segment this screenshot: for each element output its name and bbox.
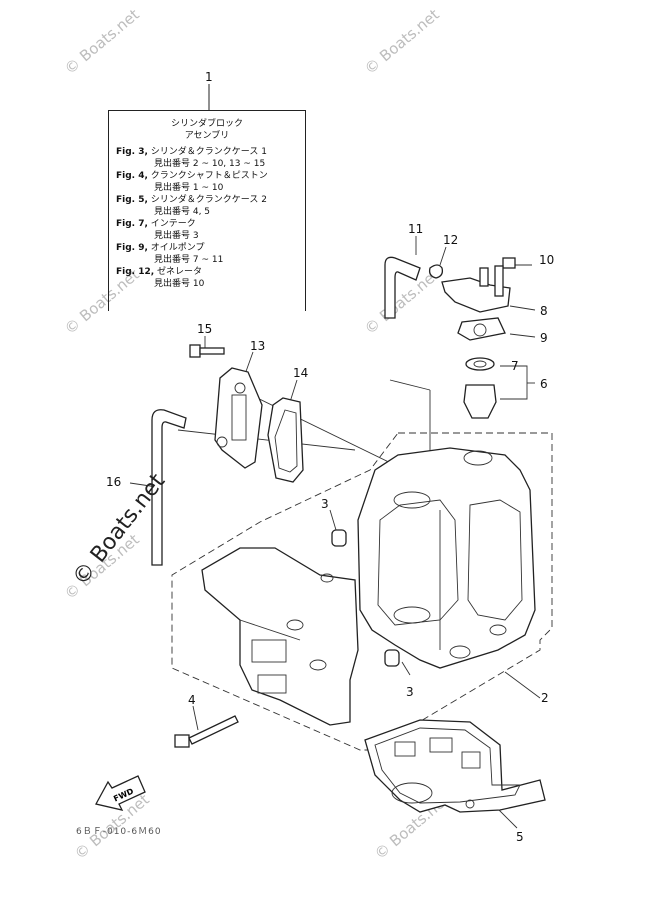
legend-fig: Fig. 5, — [116, 195, 148, 205]
callout-7: 7 — [511, 359, 519, 373]
legend-entry: Fig. 4, クランクシャフト＆ピストン 見出番号 1 ~ 10 — [108, 170, 306, 194]
hose-part-11 — [384, 256, 421, 319]
legend-ref: 見出番号 2 ~ 10, 13 ~ 15 — [154, 159, 266, 169]
callout-2: 2 — [541, 691, 549, 705]
legend-fig: Fig. 3, — [116, 147, 148, 157]
legend-ref: 見出番号 10 — [154, 279, 205, 289]
legend: シリンダブロック アセンブリ Fig. 3, シリンダ＆クランクケース 1 見出… — [108, 118, 306, 290]
callout-1: 1 — [205, 70, 213, 84]
gasket-part-5 — [364, 719, 546, 813]
legend-name: オイルポンプ — [150, 243, 205, 253]
callout-14: 14 — [293, 366, 308, 380]
legend-name: シリンダ＆クランクケース 1 — [150, 147, 267, 157]
legend-entry: Fig. 9, オイルポンプ 見出番号 7 ~ 11 — [108, 242, 306, 266]
legend-fig: Fig. 4, — [116, 171, 148, 181]
drawing-code: 6ＢＦ-010-6Ｍ60 — [76, 827, 162, 837]
callout-4: 4 — [188, 693, 196, 707]
fwd-arrow-icon: FWD — [95, 775, 146, 811]
legend-entry: Fig. 7, インテーク 見出番号 3 — [108, 218, 306, 242]
legend-name: ゼネレータ — [157, 267, 203, 277]
seal-part-7 — [465, 357, 495, 371]
gasket-part-9 — [457, 317, 506, 341]
callout-8: 8 — [540, 304, 548, 318]
bolt-part-4 — [174, 715, 239, 748]
callout-15: 15 — [197, 322, 212, 336]
watermark: © Boats.net — [61, 5, 143, 78]
legend-ref: 見出番号 4, 5 — [154, 207, 211, 217]
leader-lines — [129, 236, 541, 829]
cylinder-block-part-2 — [357, 447, 536, 669]
assembly-outline — [171, 432, 553, 751]
legend-name: クランクシャフト＆ピストン — [150, 171, 268, 181]
housing-part-8 — [441, 277, 511, 313]
hose-part-16 — [151, 409, 187, 566]
legend-entry: Fig. 3, シリンダ＆クランクケース 1 見出番号 2 ~ 10, 13 ~… — [108, 146, 306, 170]
callout-3a: 3 — [321, 497, 329, 511]
callout-6: 6 — [540, 377, 548, 391]
callout-12: 12 — [443, 233, 458, 247]
watermark: © Boats.net — [361, 5, 443, 78]
legend-entry: Fig. 5, シリンダ＆クランクケース 2 見出番号 4, 5 — [108, 194, 306, 218]
dowel-part-3b — [384, 649, 400, 667]
legend-ref: 見出番号 3 — [154, 231, 199, 241]
callout-11: 11 — [408, 222, 423, 236]
legend-name: インテーク — [150, 219, 196, 229]
thermostat-part-6 — [463, 384, 497, 419]
callout-16: 16 — [106, 475, 121, 489]
clip-part-12 — [428, 264, 444, 279]
callout-3b: 3 — [406, 685, 414, 699]
callout-group: 1 2 3 3 4 5 6 7 8 9 10 11 12 13 14 15 16 — [106, 70, 554, 844]
legend-title: シリンダブロック — [170, 119, 243, 129]
legend-ref: 見出番号 1 ~ 10 — [154, 183, 224, 193]
callout-10: 10 — [539, 253, 554, 267]
dowel-part-3a — [331, 529, 347, 547]
callout-13: 13 — [250, 339, 265, 353]
bolt-part-15 — [189, 344, 225, 358]
watermark: © Boats.net — [361, 265, 443, 338]
callout-9: 9 — [540, 331, 548, 345]
legend-entry: Fig. 12, ゼネレータ 見出番号 10 — [108, 266, 306, 290]
legend-subtitle: アセンブリ — [184, 131, 230, 141]
legend-ref: 見出番号 7 ~ 11 — [154, 255, 224, 265]
legend-fig: Fig. 12, — [116, 267, 155, 277]
callout-5: 5 — [516, 830, 524, 844]
gasket-part-14 — [267, 397, 304, 483]
legend-fig: Fig. 7, — [116, 219, 148, 229]
legend-fig: Fig. 9, — [116, 243, 148, 253]
legend-name: シリンダ＆クランクケース 2 — [150, 195, 267, 205]
legend-frame — [108, 110, 306, 311]
crankcase-cover — [201, 547, 359, 726]
bolt-part-10 — [494, 257, 516, 297]
